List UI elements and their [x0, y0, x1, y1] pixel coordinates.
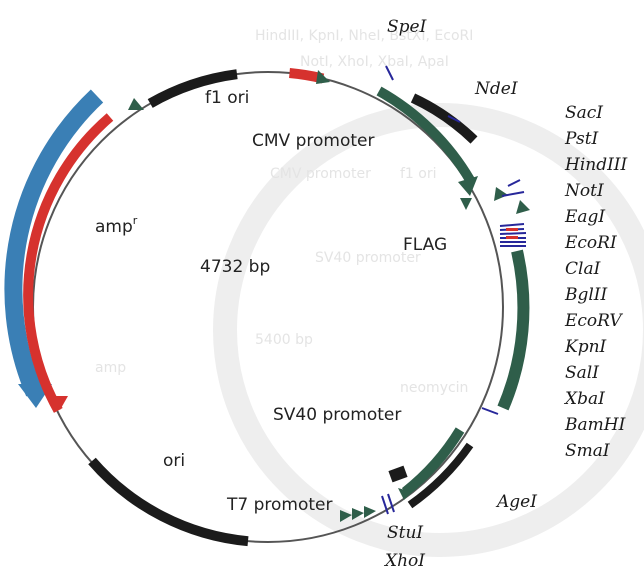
ghost-text-amp: amp	[95, 360, 126, 376]
t7-triangle-1	[340, 510, 352, 522]
spe-site-tick	[385, 65, 394, 81]
mcs-tick-3	[499, 232, 527, 235]
arrow-flag-1	[494, 187, 508, 201]
arrow-flag-3	[516, 200, 530, 214]
amp-outer-blue-arc	[4, 89, 104, 397]
cmv-arrowhead	[458, 176, 478, 196]
ghost-text-sites-2: NotI, XhoI, XbaI, ApaI	[300, 54, 449, 70]
ghost-text-cmv: CMV promoter	[270, 166, 371, 182]
spe-site-label: SpeI	[387, 17, 427, 37]
mcs-site-label: ClaI	[565, 259, 601, 279]
mcs-site-label: PstI	[564, 129, 599, 149]
mcs-site-label: XbaI	[563, 389, 605, 409]
mcs-site-label: KpnI	[564, 337, 607, 357]
ghost-text-bp: 5400 bp	[255, 332, 313, 348]
ori-bar	[88, 457, 249, 547]
right-green-bar	[497, 249, 530, 411]
sv40-black-block	[388, 465, 408, 483]
f1-ori-bar	[147, 69, 238, 108]
mcs-site-label: EcoRV	[564, 311, 623, 331]
nde-site-tick	[447, 115, 461, 123]
arrow-flag-2	[460, 198, 472, 210]
plasmid-size-label: 4732 bp	[200, 257, 270, 277]
mcs-site-label: BglII	[564, 285, 608, 305]
mcs-site-list: SacI PstI HindIII NotI EagI EcoRI ClaI B…	[563, 103, 628, 461]
cmv-inner-black-bar	[410, 93, 478, 144]
sv40-arrow	[398, 488, 412, 500]
flag-site-tick-1	[507, 179, 521, 187]
t7-triangle-2	[352, 508, 364, 520]
sv40-black-bar	[407, 442, 474, 509]
mcs-tick-1	[499, 223, 525, 227]
arrow-near-f1	[128, 98, 144, 110]
ghost-text-f1: f1 ori	[400, 166, 437, 182]
arrow-near-spe	[316, 70, 330, 84]
nde-site-label: NdeI	[474, 79, 518, 99]
mcs-site-label: NotI	[564, 181, 604, 201]
cmv-promoter-bar	[376, 86, 475, 183]
f1-ori-label: f1 ori	[205, 88, 249, 108]
flag-label: FLAG	[403, 235, 447, 255]
cmv-promoter-label: CMV promoter	[252, 131, 374, 151]
amp-superscript: r	[133, 214, 138, 227]
mcs-site-label: SmaI	[565, 441, 610, 461]
ori-label: ori	[163, 451, 185, 471]
amp-resistance-red-arc	[23, 113, 114, 413]
mcs-site-label: BamHI	[564, 415, 626, 435]
age-site-tick	[481, 407, 499, 415]
stu-site-label: StuI	[387, 523, 423, 543]
mcs-site-label: SalI	[565, 363, 599, 383]
stu-site-tick	[381, 495, 389, 515]
age-site-label: AgeI	[495, 492, 537, 512]
mcs-red-marker-2	[506, 236, 518, 239]
mcs-red-marker-1	[506, 228, 518, 231]
ghost-text-neo: neomycin	[400, 380, 468, 396]
xho-site-label-bottom: XhoI	[383, 551, 425, 571]
sv40-green-bar	[401, 427, 465, 496]
mcs-site-label: SacI	[565, 103, 603, 123]
xho-site-tick	[387, 493, 395, 513]
flag-site-tick-2	[501, 191, 525, 197]
t7-promoter-label: T7 promoter	[226, 495, 333, 515]
ghost-text-sites-1: HindIII, KpnI, NheI, BstXI, EcoRI	[255, 28, 473, 44]
sv40-promoter-label: SV40 promoter	[273, 405, 401, 425]
mcs-site-label: EagI	[564, 207, 605, 227]
amp-resistance-label: ampr	[95, 214, 138, 237]
amp-red-arrowhead	[50, 396, 68, 410]
ghost-text-sv40: SV40 promoter	[315, 250, 421, 266]
mcs-site-label: HindIII	[564, 155, 628, 175]
amp-main-text: amp	[95, 217, 133, 237]
t7-triangle-3	[364, 506, 376, 518]
mcs-site-label: EcoRI	[564, 233, 617, 253]
